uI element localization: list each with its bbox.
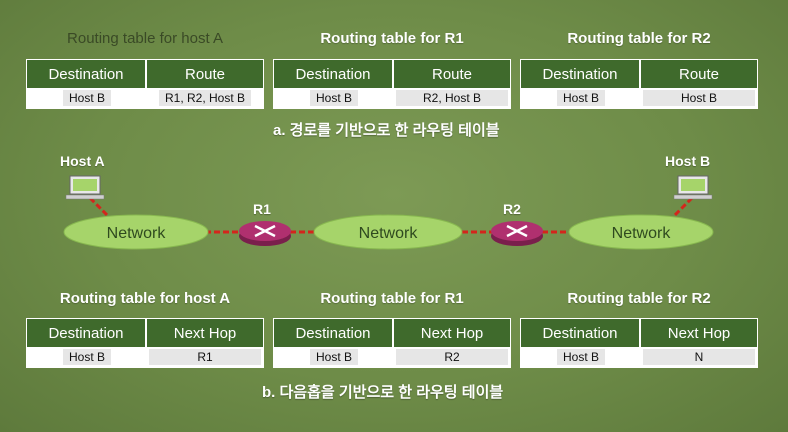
bottom-table-title-r1: Routing table for R1 [320, 290, 464, 307]
top-routing-table-r2: Destination Route Host B Host B [520, 59, 758, 109]
bottom-table-title-r2: Routing table for R2 [567, 290, 711, 307]
top-routing-table-host-a: Destination Route Host B R1, R2, Host B [26, 59, 264, 109]
bottom-routing-table-host-a: Destination Next Hop Host B R1 [26, 318, 264, 368]
column-header-next-hop: Next Hop [147, 319, 263, 347]
top-routing-table-r1: Destination Route Host B R2, Host B [273, 59, 511, 109]
router-r1-icon [239, 221, 291, 246]
destination-cell: Host B [556, 349, 605, 365]
route-cell: R2, Host B [396, 90, 508, 106]
router-r1-label: R1 [253, 201, 271, 217]
destination-cell: Host B [62, 349, 111, 365]
bottom-routing-table-r1: Destination Next Hop Host B R2 [273, 318, 511, 368]
network-cloud-1 [63, 214, 209, 250]
network-label-2: Network [359, 225, 419, 242]
column-header-route: Route [641, 60, 757, 88]
route-cell: R1, R2, Host B [158, 90, 252, 106]
table-row: Host B Host B [521, 88, 757, 108]
bottom-table-title-host-a: Routing table for host A [59, 290, 231, 307]
router-r2-icon [491, 221, 543, 246]
host-a-computer-icon [65, 175, 105, 200]
column-header-destination: Destination [27, 60, 147, 88]
column-header-route: Route [394, 60, 510, 88]
destination-cell: Host B [556, 90, 605, 106]
table-row: Host B R2, Host B [274, 88, 510, 108]
destination-cell: Host B [62, 90, 111, 106]
top-table-title-r2: Routing table for R2 [567, 30, 711, 47]
next-hop-cell: N [643, 349, 755, 365]
network-cloud-2 [313, 214, 463, 250]
network-cloud-3 [568, 214, 714, 250]
network-label-1: Network [107, 225, 167, 242]
router-r2-label: R2 [503, 201, 521, 217]
column-header-destination: Destination [274, 319, 394, 347]
top-table-title-host-a: Routing table for host A [67, 30, 223, 47]
bottom-caption: b. 다음홉을 기반으로 한 라우팅 테이블 [262, 384, 504, 401]
route-cell: Host B [643, 90, 755, 106]
column-header-next-hop: Next Hop [641, 319, 757, 347]
destination-cell: Host B [309, 90, 358, 106]
top-table-title-r1: Routing table for R1 [320, 30, 464, 47]
next-hop-cell: R2 [396, 349, 508, 365]
destination-cell: Host B [309, 349, 358, 365]
host-b-computer-icon [673, 175, 713, 200]
top-caption: a. 경로를 기반으로 한 라우팅 테이블 [273, 122, 500, 139]
table-row: Host B N [521, 347, 757, 367]
next-hop-cell: R1 [149, 349, 261, 365]
column-header-destination: Destination [521, 319, 641, 347]
column-header-destination: Destination [27, 319, 147, 347]
table-row: Host B R1 [27, 347, 263, 367]
column-header-next-hop: Next Hop [394, 319, 510, 347]
bottom-routing-table-r2: Destination Next Hop Host B N [520, 318, 758, 368]
link-host-a [88, 196, 114, 222]
column-header-route: Route [147, 60, 263, 88]
network-label-3: Network [612, 225, 672, 242]
column-header-destination: Destination [521, 60, 641, 88]
table-row: Host B R2 [274, 347, 510, 367]
link-host-b [668, 196, 694, 222]
table-row: Host B R1, R2, Host B [27, 88, 263, 108]
column-header-destination: Destination [274, 60, 394, 88]
host-a-label: Host A [60, 153, 105, 169]
host-b-label: Host B [665, 153, 711, 169]
